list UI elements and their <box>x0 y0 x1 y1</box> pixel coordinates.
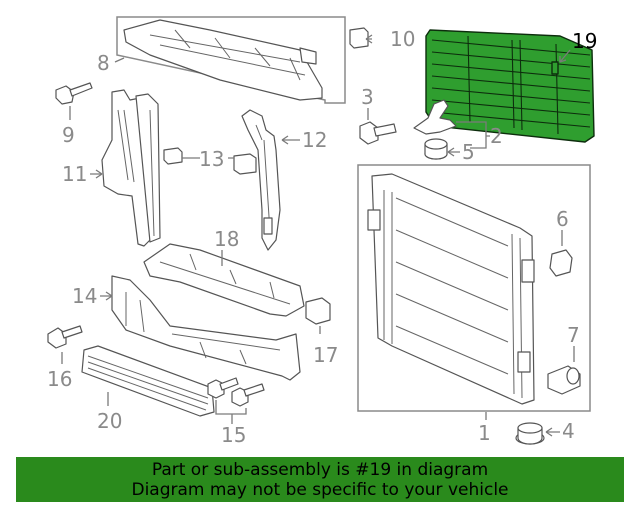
part-13-clips[interactable] <box>163 147 257 175</box>
callout-16: 16 <box>47 367 72 391</box>
part-2-bracket[interactable] <box>413 99 457 135</box>
banner-line-1: Part or sub-assembly is #19 in diagram <box>151 460 489 480</box>
part-4-grommet[interactable] <box>515 422 545 445</box>
part-12-bracket[interactable] <box>241 109 281 251</box>
callout-2: 2 <box>490 124 503 148</box>
part-6-bracket[interactable] <box>549 249 573 277</box>
callout-6: 6 <box>556 207 569 231</box>
callout-20: 20 <box>97 409 122 433</box>
leader-lines <box>61 34 575 437</box>
banner-line-2: Diagram may not be specific to your vehi… <box>131 480 509 500</box>
callout-19: 19 <box>572 29 597 53</box>
callout-10: 10 <box>390 27 415 51</box>
callout-12: 12 <box>302 128 327 152</box>
part-18-deflector[interactable] <box>143 243 305 317</box>
callout-4: 4 <box>562 419 575 443</box>
part-1-radiator[interactable] <box>357 164 591 412</box>
callout-1: 1 <box>478 421 491 445</box>
part-7-connector[interactable] <box>547 365 581 395</box>
part-info-banner: Part or sub-assembly is #19 in diagram D… <box>16 457 624 502</box>
part-3-bolt[interactable] <box>359 121 397 145</box>
part-5-grommet[interactable] <box>424 138 448 160</box>
callout-3: 3 <box>361 85 374 109</box>
callout-13: 13 <box>199 147 224 171</box>
part-20-cooler[interactable] <box>81 345 215 417</box>
part-10-clip[interactable] <box>349 27 369 49</box>
part-17-clip[interactable] <box>305 297 331 325</box>
part-16-bolt[interactable] <box>47 325 83 349</box>
part-15-bolts[interactable] <box>207 377 265 407</box>
callout-18: 18 <box>214 227 239 251</box>
part-8-air-deflector[interactable] <box>116 16 346 104</box>
callout-7: 7 <box>567 323 580 347</box>
callout-17: 17 <box>313 343 338 367</box>
callout-15: 15 <box>221 423 246 447</box>
callout-9: 9 <box>62 123 75 147</box>
callout-8: 8 <box>97 51 110 75</box>
callout-labels: 8 10 19 9 11 13 12 3 2 5 6 7 4 1 18 14 1… <box>47 27 597 447</box>
part-19-shutter-assembly[interactable] <box>425 29 595 143</box>
part-11-bracket[interactable] <box>101 89 161 247</box>
callout-11: 11 <box>62 162 87 186</box>
part-9-bolt[interactable] <box>55 82 93 105</box>
callout-5: 5 <box>462 140 475 164</box>
part-14-lower-shield[interactable] <box>111 275 301 381</box>
callout-14: 14 <box>72 284 97 308</box>
